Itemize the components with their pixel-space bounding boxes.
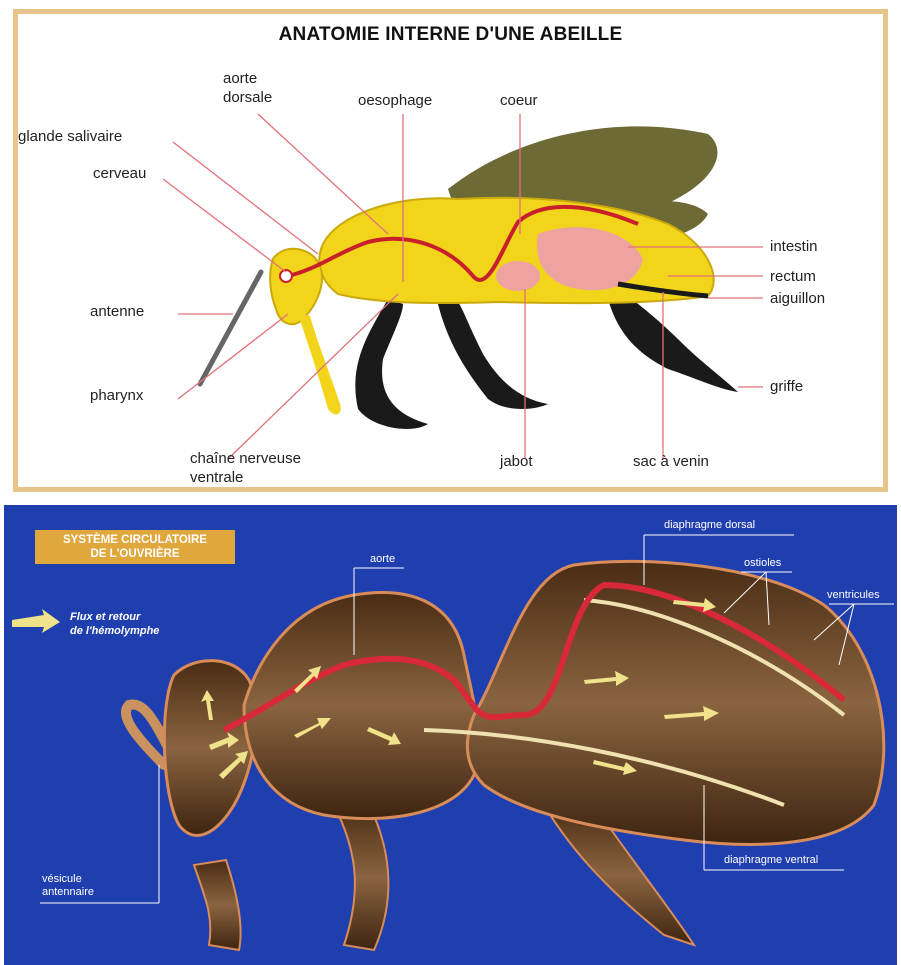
bee-head <box>270 249 322 324</box>
label-dorsale-line2: dorsale <box>223 89 272 106</box>
label-griffe: griffe <box>770 377 803 396</box>
crop-shape <box>496 261 540 291</box>
label-cerveau: cerveau <box>93 164 146 183</box>
label-vesicule-line2: antennaire <box>42 886 94 898</box>
circulatory-system-panel: SYSTÈME CIRCULATOIRE DE L'OUVRIÈRE Flux … <box>4 505 897 965</box>
circulatory-illustration <box>4 505 897 965</box>
label-diaphragme-dorsal: diaphragme dorsal <box>664 519 755 532</box>
label-aorte-line1: aorte <box>223 70 257 87</box>
label-sac-a-venin: sac à venin <box>633 452 709 471</box>
proboscis <box>298 314 341 414</box>
front-leg-shape <box>194 860 241 950</box>
legend-line2: de l'hémolymphe <box>70 625 159 637</box>
label-aiguillon: aiguillon <box>770 289 825 308</box>
label-pharynx: pharynx <box>90 386 143 405</box>
legend-arrow-icon <box>12 609 60 633</box>
label-ostioles: ostioles <box>744 557 781 570</box>
antenna-shape <box>200 272 261 384</box>
label-antenne: antenne <box>90 302 144 321</box>
label-chaine-line1: chaîne nerveuse <box>190 450 301 467</box>
hind-leg <box>608 296 738 392</box>
label-chaine-nerveuse: chaîne nerveuse ventrale <box>190 449 301 487</box>
label-diaphragme-ventral: diaphragme ventral <box>724 854 818 867</box>
circulatory-title-line1: SYSTÈME CIRCULATOIRE <box>63 534 207 546</box>
legend-text: Flux et retour de l'hémolymphe <box>70 610 159 638</box>
page-title: ANATOMIE INTERNE D'UNE ABEILLE <box>18 24 883 46</box>
thorax-shape <box>244 593 478 819</box>
label-coeur: coeur <box>500 91 538 110</box>
legend-line1: Flux et retour <box>70 611 140 623</box>
label-glande-salivaire: glande salivaire <box>18 127 122 146</box>
label-aorte: aorte <box>370 553 395 566</box>
internal-anatomy-panel: ANATOMIE INTERNE D'UNE ABEILLE aorte dor… <box>13 9 888 492</box>
front-leg <box>355 299 428 429</box>
bee-anatomy-illustration <box>18 14 883 487</box>
label-vesicule-line1: vésicule <box>42 873 82 885</box>
label-ventricules: ventricules <box>827 589 880 602</box>
circulatory-title-line2: DE L'OUVRIÈRE <box>91 548 180 560</box>
middle-leg-shape <box>334 805 388 950</box>
label-oesophage: oesophage <box>358 91 432 110</box>
label-rectum: rectum <box>770 267 816 286</box>
label-aorte-dorsale: aorte dorsale <box>223 69 272 107</box>
middle-leg <box>438 302 548 409</box>
label-vesicule-antennaire: vésicule antennaire <box>42 873 94 899</box>
label-intestin: intestin <box>770 237 818 256</box>
label-jabot: jabot <box>500 452 533 471</box>
circulatory-title-box: SYSTÈME CIRCULATOIRE DE L'OUVRIÈRE <box>35 530 235 564</box>
label-chaine-line2: ventrale <box>190 469 243 486</box>
